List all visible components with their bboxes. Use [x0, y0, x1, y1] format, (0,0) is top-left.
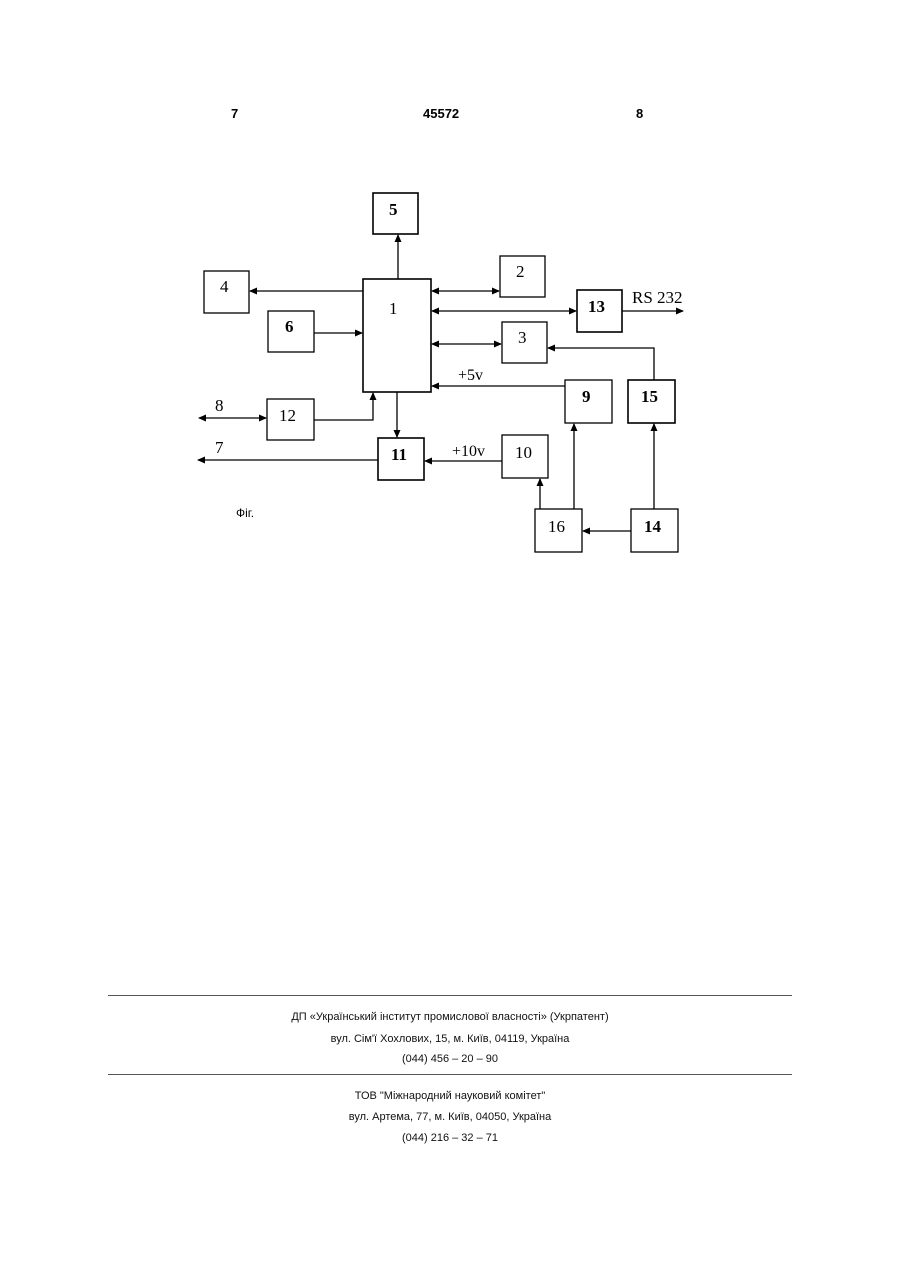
org1-name: ДП «Український інститут промислової вла…: [0, 1011, 900, 1023]
rs232-label: RS 232: [632, 288, 683, 307]
arrow-15-to-3: [548, 348, 654, 380]
plus-10v-label: +10v: [452, 443, 485, 460]
block-diagram: 1 5 4 2 6 13 3 9 15 12 11 10 16 14 8 7 R…: [0, 0, 900, 600]
block-11-label: 11: [391, 445, 407, 464]
line-8-label: 8: [215, 396, 224, 415]
block-9-label: 9: [582, 387, 591, 406]
block-16-label: 16: [548, 517, 565, 536]
block-1: [363, 279, 431, 392]
plus-5v-label: +5v: [458, 367, 483, 384]
divider-top: [108, 995, 792, 996]
block-15-label: 15: [641, 387, 658, 406]
block-4-label: 4: [220, 277, 229, 296]
block-3-label: 3: [518, 328, 527, 347]
block-6-label: 6: [285, 317, 294, 336]
block-5-label: 5: [389, 200, 398, 219]
org2-phone: (044) 216 – 32 – 71: [0, 1132, 900, 1144]
block-2-label: 2: [516, 262, 525, 281]
block-13-label: 13: [588, 297, 605, 316]
block-14-label: 14: [644, 517, 662, 536]
org1-address: вул. Сім'ї Хохлових, 15, м. Київ, 04119,…: [0, 1033, 900, 1045]
block-10-label: 10: [515, 443, 532, 462]
line-7-label: 7: [215, 438, 224, 457]
org1-phone: (044) 456 – 20 – 90: [0, 1053, 900, 1065]
divider-middle: [108, 1074, 792, 1075]
block-12-label: 12: [279, 406, 296, 425]
figure-caption: Фіг.: [236, 506, 254, 520]
org2-name: ТОВ "Міжнародний науковий комітет": [0, 1090, 900, 1102]
arrow-12-to-1: [314, 393, 373, 420]
org2-address: вул. Артема, 77, м. Київ, 04050, Україна: [0, 1111, 900, 1123]
block-1-label: 1: [389, 299, 398, 318]
